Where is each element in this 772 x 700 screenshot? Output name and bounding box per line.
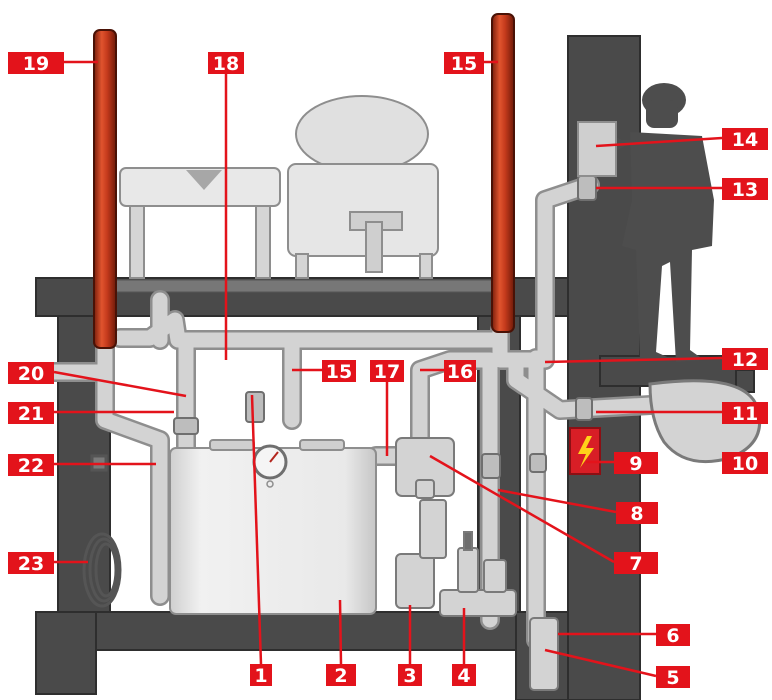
dishwasher-body <box>288 164 438 256</box>
dishwasher-fixture <box>288 96 438 278</box>
callout-10: 10 <box>722 452 768 475</box>
label-number: 3 <box>403 665 416 687</box>
callout-19: 19 <box>8 52 98 75</box>
union-fitting <box>174 418 198 434</box>
floor-grating <box>112 280 492 292</box>
label-number: 10 <box>732 453 758 475</box>
sink-fixture <box>120 168 280 278</box>
dishwasher-dome <box>296 96 428 172</box>
callout-15: 15 <box>444 52 498 75</box>
label-number: 9 <box>629 453 642 475</box>
floor-step <box>36 612 96 694</box>
upper-drain-line <box>105 340 160 596</box>
leader-line <box>340 600 341 664</box>
label-number: 11 <box>732 403 758 425</box>
label-number: 22 <box>18 455 44 477</box>
label-number: 1 <box>254 665 267 687</box>
sump-pit-basin <box>530 618 558 690</box>
label-number: 15 <box>326 361 352 383</box>
label-number: 14 <box>732 129 758 151</box>
control-panel <box>578 122 616 176</box>
label-number: 6 <box>666 625 679 647</box>
label-number: 20 <box>18 363 44 385</box>
gate-valve <box>530 454 546 472</box>
holding-tank <box>170 440 376 614</box>
check-valve <box>246 392 264 422</box>
lower-floor-slab <box>36 612 516 650</box>
label-number: 16 <box>447 361 473 383</box>
label-number: 2 <box>334 665 347 687</box>
label-number: 4 <box>457 665 470 687</box>
label-number: 17 <box>374 361 400 383</box>
label-number: 12 <box>732 349 758 371</box>
label-number: 8 <box>630 503 643 525</box>
label-number: 23 <box>18 553 44 575</box>
sump-pit <box>530 618 558 690</box>
label-number: 18 <box>213 53 239 75</box>
label-number: 7 <box>629 553 642 575</box>
vent-stack-left <box>94 30 116 348</box>
label-number: 15 <box>451 53 477 75</box>
label-number: 13 <box>732 179 758 201</box>
high-voltage-icon <box>570 428 600 474</box>
label-number: 19 <box>23 53 49 75</box>
label-number: 21 <box>18 403 44 425</box>
label-number: 5 <box>666 667 679 689</box>
